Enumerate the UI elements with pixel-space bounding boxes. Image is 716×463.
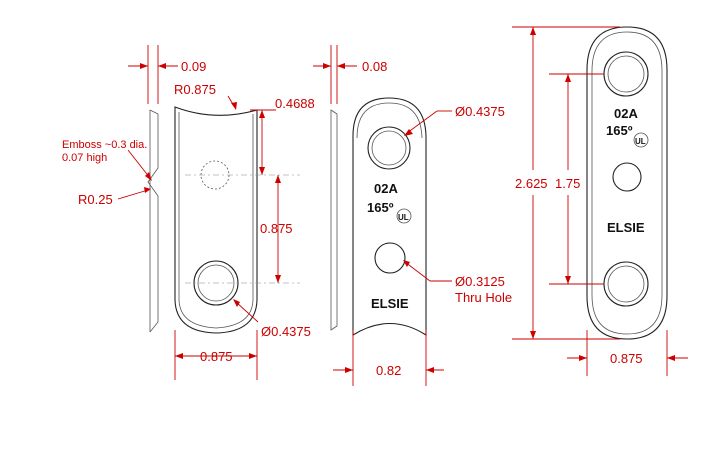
marking-temp-3: 165º: [606, 123, 633, 138]
hole-dia-label-1: Ø0.4375: [261, 324, 311, 339]
small-hole-dia-label: Ø0.3125: [455, 274, 505, 289]
hole-2: [367, 126, 411, 170]
small-hole-note: Thru Hole: [455, 290, 512, 305]
thickness-label-2: 0.08: [362, 59, 387, 74]
top-depth-label: 0.4688: [275, 96, 315, 111]
marking-temp-2: 165º: [367, 200, 394, 215]
view-2: 02A 165º UL ELSIE 0.08 Ø0.4375 Ø0.3125 T…: [313, 45, 512, 386]
thickness-label-1: 0.09: [181, 59, 206, 74]
width-label-2: 0.82: [376, 363, 401, 378]
view-3: 02A 165º UL ELSIE 2.625 1.75 0.875: [512, 26, 688, 376]
emboss-note-line2: 0.07 high: [62, 152, 107, 164]
ul-mark-icon-3: [633, 132, 649, 148]
width-label-1: 0.875: [200, 349, 233, 364]
view-1: 0.09 R0.875 0.4688 0.875 Emboss ~0.3 dia…: [62, 45, 315, 380]
radius-top-label: R0.875: [174, 82, 216, 97]
emboss-note-line1: Emboss ~0.3 dia.: [62, 139, 147, 151]
thru-hole-2: [374, 242, 406, 274]
marking-brand-2: ELSIE: [371, 296, 409, 311]
ul-mark-3: UL: [635, 137, 646, 146]
hole-3-top: [603, 51, 649, 97]
radius-small-label: R0.25: [78, 192, 113, 207]
hole-spacing-label-1: 0.875: [260, 221, 293, 236]
thru-hole-3: [612, 162, 642, 192]
fuse-body-2: [352, 97, 427, 337]
ul-mark-icon: [396, 208, 412, 224]
marking-code-2: 02A: [374, 181, 398, 196]
edge-profile-1: [147, 109, 159, 333]
edge-profile-2: [330, 109, 338, 331]
hole-spacing-label-3: 1.75: [555, 176, 580, 191]
hole-dia-label-2: Ø0.4375: [455, 104, 505, 119]
fuse-body-3: [586, 26, 668, 340]
hole-3-bottom: [603, 261, 649, 307]
marking-code-3: 02A: [614, 106, 638, 121]
fuse-body-1: [174, 106, 258, 334]
marking-brand-3: ELSIE: [607, 220, 645, 235]
ul-mark-2: UL: [398, 213, 409, 222]
width-label-3: 0.875: [610, 351, 643, 366]
overall-length-label: 2.625: [515, 176, 548, 191]
